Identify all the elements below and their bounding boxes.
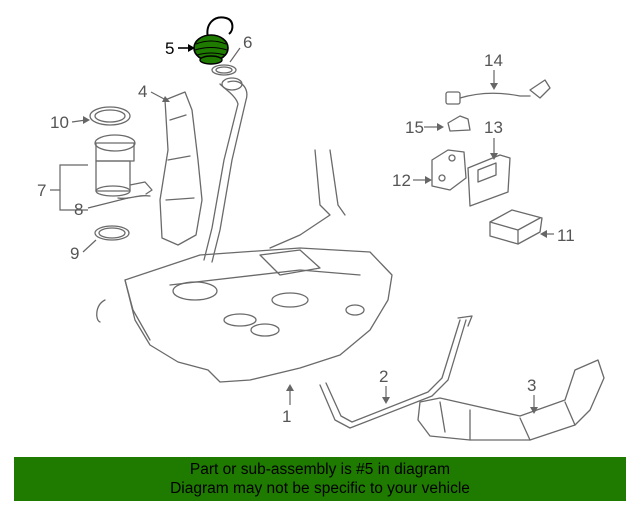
part-14-sensor[interactable] bbox=[445, 79, 551, 105]
part-15-clip[interactable] bbox=[447, 115, 471, 132]
part-1-fuel-tank[interactable] bbox=[96, 149, 393, 383]
part-12-bracket[interactable] bbox=[431, 149, 467, 191]
part-7-fuel-pump[interactable] bbox=[94, 134, 153, 197]
callout-8: 8 bbox=[74, 200, 83, 219]
callout-3: 3 bbox=[527, 376, 536, 395]
callout-10: 10 bbox=[50, 113, 69, 132]
callout-12: 12 bbox=[392, 171, 411, 190]
callout-14: 14 bbox=[484, 51, 503, 70]
banner-line-1: Part or sub-assembly is #5 in diagram bbox=[189, 461, 451, 478]
callout-7: 7 bbox=[37, 181, 46, 200]
part-6-seal-ring[interactable] bbox=[211, 64, 237, 76]
callout-4: 4 bbox=[138, 82, 147, 101]
callout-2: 2 bbox=[379, 367, 388, 386]
callout-9: 9 bbox=[70, 244, 79, 263]
part-9-seal[interactable] bbox=[94, 225, 130, 241]
callout-15: 15 bbox=[405, 118, 424, 137]
callout-11: 11 bbox=[557, 226, 575, 245]
callout-5: 5 bbox=[165, 39, 174, 58]
info-banner: Part or sub-assembly is #5 in diagram Di… bbox=[14, 457, 626, 501]
part-5-fuel-cap[interactable] bbox=[193, 16, 234, 65]
part-3-heat-shield[interactable] bbox=[417, 359, 605, 441]
part-10-lock-ring[interactable] bbox=[89, 106, 131, 126]
banner-line-2: Diagram may not be specific to your vehi… bbox=[170, 480, 470, 497]
part-4-filler-neck[interactable] bbox=[159, 77, 248, 263]
parts-diagram: 5 6 4 10 7 8 bbox=[37, 16, 605, 441]
callout-13: 13 bbox=[484, 118, 503, 137]
part-13-plate[interactable] bbox=[467, 154, 511, 207]
callout-6: 6 bbox=[243, 33, 252, 52]
part-8-pump-wiring[interactable] bbox=[117, 194, 151, 200]
part-11-module[interactable] bbox=[489, 209, 543, 245]
callout-1: 1 bbox=[282, 407, 291, 426]
part-2-strap[interactable] bbox=[319, 315, 473, 429]
